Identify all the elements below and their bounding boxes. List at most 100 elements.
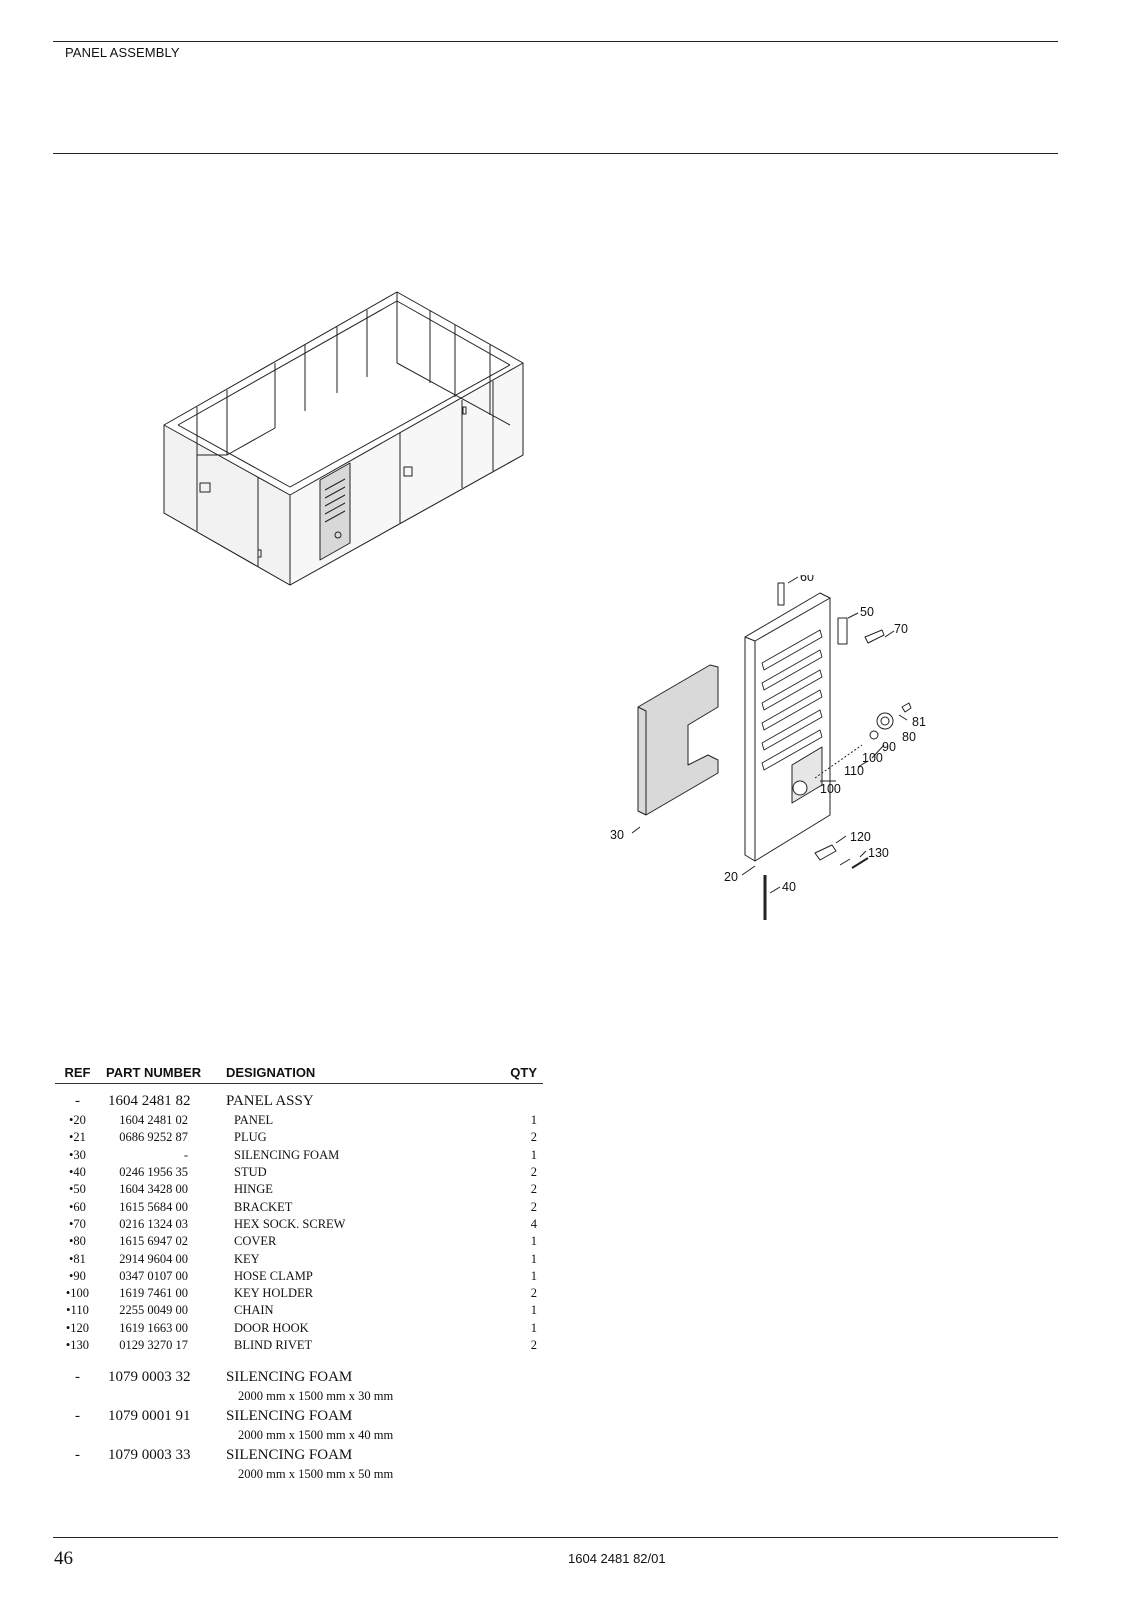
row-part-number: 1604 3428 00	[119, 1182, 188, 1197]
row-qty: 1	[530, 1113, 537, 1128]
row-ref: •60	[69, 1199, 86, 1214]
callout-label: 80	[902, 730, 916, 744]
row-qty: 2	[530, 1130, 537, 1145]
callout-label: 90	[882, 740, 896, 754]
row-part-number: 0686 9252 87	[119, 1130, 188, 1145]
column-header-qty: QTY	[510, 1065, 537, 1080]
page-number: 46	[54, 1548, 73, 1569]
callout-label: 40	[782, 880, 796, 894]
row-ref: -	[75, 1407, 80, 1424]
row-part-number: 1615 6947 02	[119, 1234, 188, 1249]
row-ref: •30	[69, 1147, 86, 1162]
table-row: •21 0686 9252 87 PLUG 2	[55, 1129, 543, 1146]
row-ref: •70	[69, 1216, 86, 1231]
row-part-number: 1619 7461 00	[119, 1286, 188, 1301]
table-row: - 1604 2481 82 PANEL ASSY	[55, 1090, 543, 1112]
row-ref: •120	[65, 1320, 90, 1335]
row-ref: •20	[69, 1113, 86, 1128]
row-part-number: 1604 2481 82	[108, 1092, 191, 1109]
row-ref: •40	[69, 1165, 86, 1180]
row-qty: 1	[530, 1234, 537, 1249]
row-designation: SILENCING FOAM	[234, 1147, 340, 1162]
row-part-number: 1079 0003 33	[108, 1446, 191, 1463]
row-part-number: 0129 3270 17	[119, 1338, 188, 1352]
row-qty: 1	[530, 1303, 537, 1318]
row-designation: HOSE CLAMP	[234, 1268, 313, 1283]
row-designation: CHAIN	[234, 1303, 274, 1318]
table-row: •100 1619 7461 00 KEY HOLDER 2	[55, 1285, 543, 1302]
row-qty: 1	[530, 1320, 537, 1335]
row-designation: PLUG	[234, 1130, 267, 1145]
document-code: 1604 2481 82/01	[568, 1551, 666, 1566]
row-dimension-note: 2000 mm x 1500 mm x 50 mm	[238, 1467, 394, 1482]
row-designation: KEY HOLDER	[234, 1286, 314, 1301]
row-ref: •90	[69, 1268, 86, 1283]
column-header-designation: DESIGNATION	[226, 1065, 316, 1080]
row-part-number: 2255 0049 00	[119, 1303, 188, 1318]
row-ref: •80	[69, 1234, 86, 1249]
row-qty: 1	[530, 1147, 537, 1162]
row-ref: -	[75, 1368, 80, 1385]
row-ref: •81	[69, 1251, 86, 1266]
callout-label: 81	[912, 715, 926, 729]
row-ref: •130	[65, 1338, 90, 1352]
callout-label: 70	[894, 622, 908, 636]
row-designation: KEY	[234, 1251, 260, 1266]
row-designation: PANEL	[234, 1113, 274, 1128]
row-qty: 2	[530, 1182, 537, 1197]
row-ref: -	[75, 1092, 80, 1109]
callout-label: 20	[724, 870, 738, 884]
row-part-number: -	[183, 1147, 188, 1162]
row-designation: HINGE	[234, 1182, 273, 1197]
row-designation: COVER	[234, 1234, 277, 1249]
table-row: •30 - SILENCING FOAM 1	[55, 1147, 543, 1164]
table-row: - 1079 0003 33 SILENCING FOAM	[55, 1444, 543, 1466]
row-designation: SILENCING FOAM	[226, 1407, 353, 1424]
callout-label: 100	[820, 782, 841, 796]
page-title: PANEL ASSEMBLY	[65, 45, 180, 60]
row-ref: •21	[69, 1130, 86, 1145]
row-qty: 2	[530, 1199, 537, 1214]
row-part-number: 0246 1956 35	[119, 1165, 188, 1180]
parts-list-table: REF PART NUMBER DESIGNATION QTY - 1604 2…	[55, 1058, 543, 1483]
row-ref: •100	[65, 1286, 90, 1301]
row-qty: 4	[530, 1216, 537, 1231]
table-row: •81 2914 9604 00 KEY 1	[55, 1250, 543, 1267]
row-part-number: 1604 2481 02	[119, 1113, 188, 1128]
callout-label: 110	[844, 764, 864, 778]
panel-exploded-illustration: 60 50 70 81 80 90 100 110 100 30 120 130…	[610, 575, 926, 920]
row-qty: 1	[530, 1251, 537, 1266]
row-part-number: 0347 0107 00	[119, 1268, 188, 1283]
table-row: •20 1604 2481 02 PANEL 1	[55, 1112, 543, 1129]
table-row: •80 1615 6947 02 COVER 1	[55, 1233, 543, 1250]
footer-rule	[53, 1537, 1058, 1538]
row-designation: DOOR HOOK	[234, 1320, 309, 1335]
row-part-number: 0216 1324 03	[119, 1216, 188, 1231]
table-header: REF PART NUMBER DESIGNATION QTY	[55, 1058, 543, 1084]
row-qty: 2	[530, 1165, 537, 1180]
row-designation: PANEL ASSY	[226, 1092, 314, 1109]
row-dimension-note: 2000 mm x 1500 mm x 40 mm	[238, 1428, 394, 1443]
row-qty: 2	[530, 1286, 537, 1301]
enclosure-assembly-illustration	[163, 291, 524, 586]
callout-label: 50	[860, 605, 874, 619]
callout-label: 30	[610, 828, 624, 842]
table-row: •110 2255 0049 00 CHAIN 1	[55, 1302, 543, 1319]
callout-label: 120	[850, 830, 871, 844]
row-ref: -	[75, 1446, 80, 1463]
header-bottom-rule	[53, 153, 1058, 154]
row-designation: HEX SOCK. SCREW	[234, 1216, 346, 1231]
row-designation: SILENCING FOAM	[226, 1368, 353, 1385]
callout-label: 100	[862, 751, 883, 765]
row-qty: 2	[530, 1338, 537, 1352]
row-ref: •110	[66, 1303, 89, 1318]
row-designation: SILENCING FOAM	[226, 1446, 353, 1463]
row-designation: BRACKET	[234, 1199, 293, 1214]
row-part-number: 2914 9604 00	[119, 1251, 188, 1266]
